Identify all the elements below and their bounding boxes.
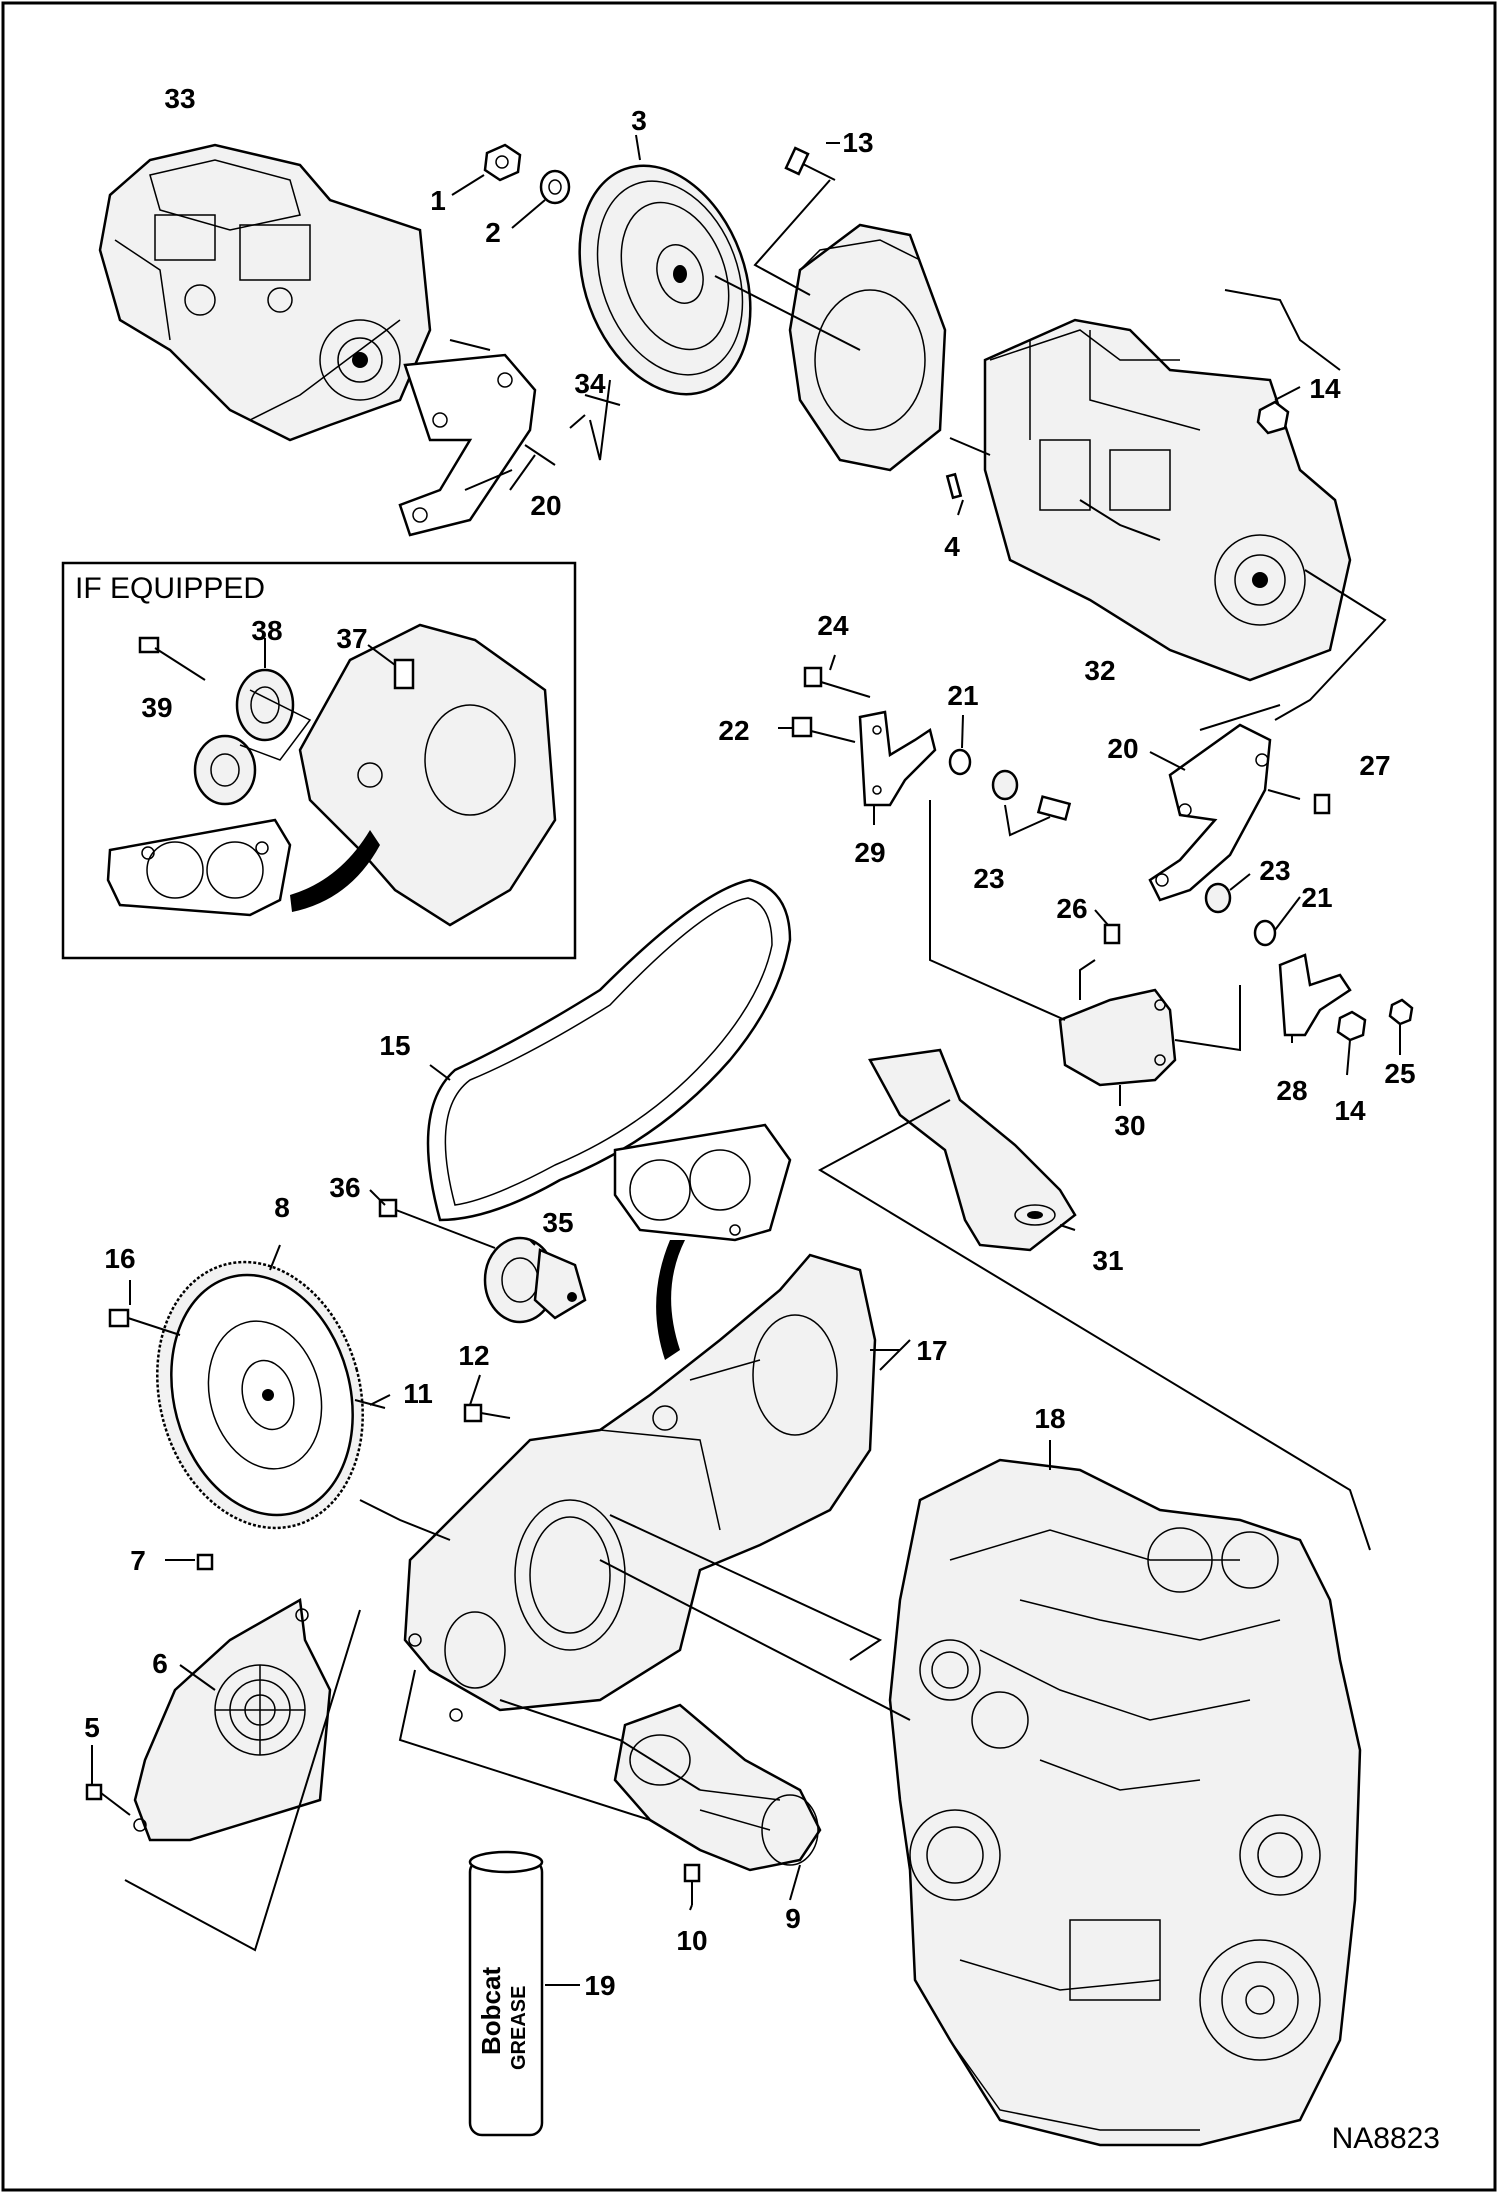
callout-17: 17	[916, 1335, 947, 1366]
callout-1: 1	[430, 185, 446, 216]
grease-label: GREASE	[508, 1986, 530, 2070]
callout-21-bottom: 21	[1301, 882, 1332, 913]
callout-33: 33	[164, 83, 195, 114]
flywheel-illustration	[108, 1260, 386, 1530]
callout-labels: 1 2 3 13 14 33 34 20 4 32 38 37 39 24 21…	[84, 83, 1415, 2001]
callout-11: 11	[403, 1378, 433, 1409]
grease-tube-illustration: Bobcat GREASE	[468, 1850, 544, 2137]
callout-36: 36	[329, 1172, 360, 1203]
leader-lines	[91, 134, 1401, 1986]
document-code: NA8823	[1332, 2122, 1440, 2155]
callout-13: 13	[842, 127, 873, 158]
callout-37: 37	[336, 623, 367, 654]
callout-10: 10	[676, 1925, 707, 1956]
callout-26: 26	[1056, 893, 1087, 924]
callout-8: 8	[274, 1192, 290, 1223]
callout-34: 34	[574, 368, 606, 399]
callout-3: 3	[631, 105, 647, 136]
screw-12-illustration	[463, 1403, 511, 1423]
screw-and-drive-plate-illustration	[784, 146, 947, 472]
callout-15: 15	[379, 1030, 410, 1061]
pump-bracket-top-illustration	[398, 353, 537, 537]
callout-18: 18	[1034, 1403, 1065, 1434]
adapter-plate-detail-illustration	[613, 1123, 792, 1360]
callout-24: 24	[817, 610, 849, 641]
callout-16: 16	[104, 1243, 135, 1274]
callout-29: 29	[854, 837, 885, 868]
callout-22: 22	[718, 715, 749, 746]
inset-title: IF EQUIPPED	[75, 572, 265, 605]
engine-illustration	[888, 1458, 1362, 2147]
callout-30: 30	[1114, 1110, 1145, 1141]
hydrostatic-pump-rear-illustration	[98, 143, 432, 442]
starter-motor-illustration	[613, 1703, 822, 1905]
callout-23-right: 23	[1259, 855, 1290, 886]
callout-32: 32	[1084, 655, 1115, 686]
callout-12: 12	[458, 1340, 489, 1371]
callout-39: 39	[141, 692, 172, 723]
callout-25: 25	[1384, 1058, 1415, 1089]
flywheel-shield-illustration	[85, 1553, 332, 1842]
callout-31: 31	[1092, 1245, 1123, 1276]
callout-14-top: 14	[1309, 373, 1341, 404]
callout-6: 6	[152, 1648, 168, 1679]
nut-washer-pulley-illustration	[483, 143, 752, 396]
callout-21-top: 21	[947, 680, 978, 711]
if-equipped-inset: IF EQUIPPED	[61, 561, 577, 960]
callout-19: 19	[584, 1970, 615, 2001]
hydrostatic-pump-front-illustration	[945, 318, 1352, 682]
grease-brand: Bobcat	[476, 1967, 506, 2055]
callout-35: 35	[542, 1207, 573, 1238]
callout-20-top: 20	[530, 490, 561, 521]
callout-2: 2	[485, 217, 501, 248]
callout-20-mid: 20	[1107, 733, 1138, 764]
rear-engine-plate-illustration	[403, 1253, 877, 1722]
callout-5: 5	[84, 1712, 100, 1743]
callout-14-bottom: 14	[1334, 1095, 1366, 1126]
callout-9: 9	[785, 1903, 801, 1934]
mounting-hardware-illustration	[791, 666, 1414, 1252]
callout-28: 28	[1276, 1075, 1307, 1106]
callout-27: 27	[1359, 750, 1390, 781]
callout-38: 38	[251, 615, 282, 646]
callout-4: 4	[944, 531, 960, 562]
callout-7: 7	[130, 1545, 146, 1576]
drive-belt-illustration	[426, 878, 792, 1222]
callout-23-left: 23	[973, 863, 1004, 894]
